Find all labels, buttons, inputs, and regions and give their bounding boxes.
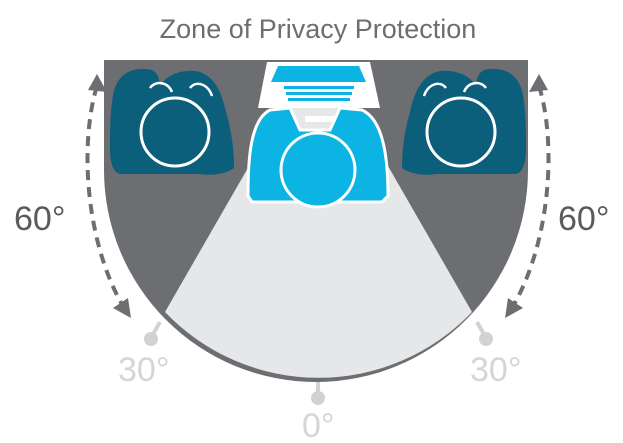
angle-30-left: 30° [118, 351, 169, 389]
side-person-right-icon [402, 68, 526, 175]
angle-0-center: 0° [302, 407, 335, 443]
arrow-right-icon [505, 74, 551, 318]
tick-marks [144, 321, 493, 405]
angle-60-right: 60° [558, 200, 609, 238]
side-person-left-icon [110, 68, 234, 175]
laptop-icon [258, 62, 380, 122]
angle-30-right: 30° [470, 351, 521, 389]
view-cone [165, 100, 472, 378]
arrow-left-icon [85, 74, 131, 318]
user-icon [246, 106, 390, 209]
angle-60-left: 60° [14, 200, 65, 238]
diagram-title: Zone of Privacy Protection [160, 14, 477, 44]
